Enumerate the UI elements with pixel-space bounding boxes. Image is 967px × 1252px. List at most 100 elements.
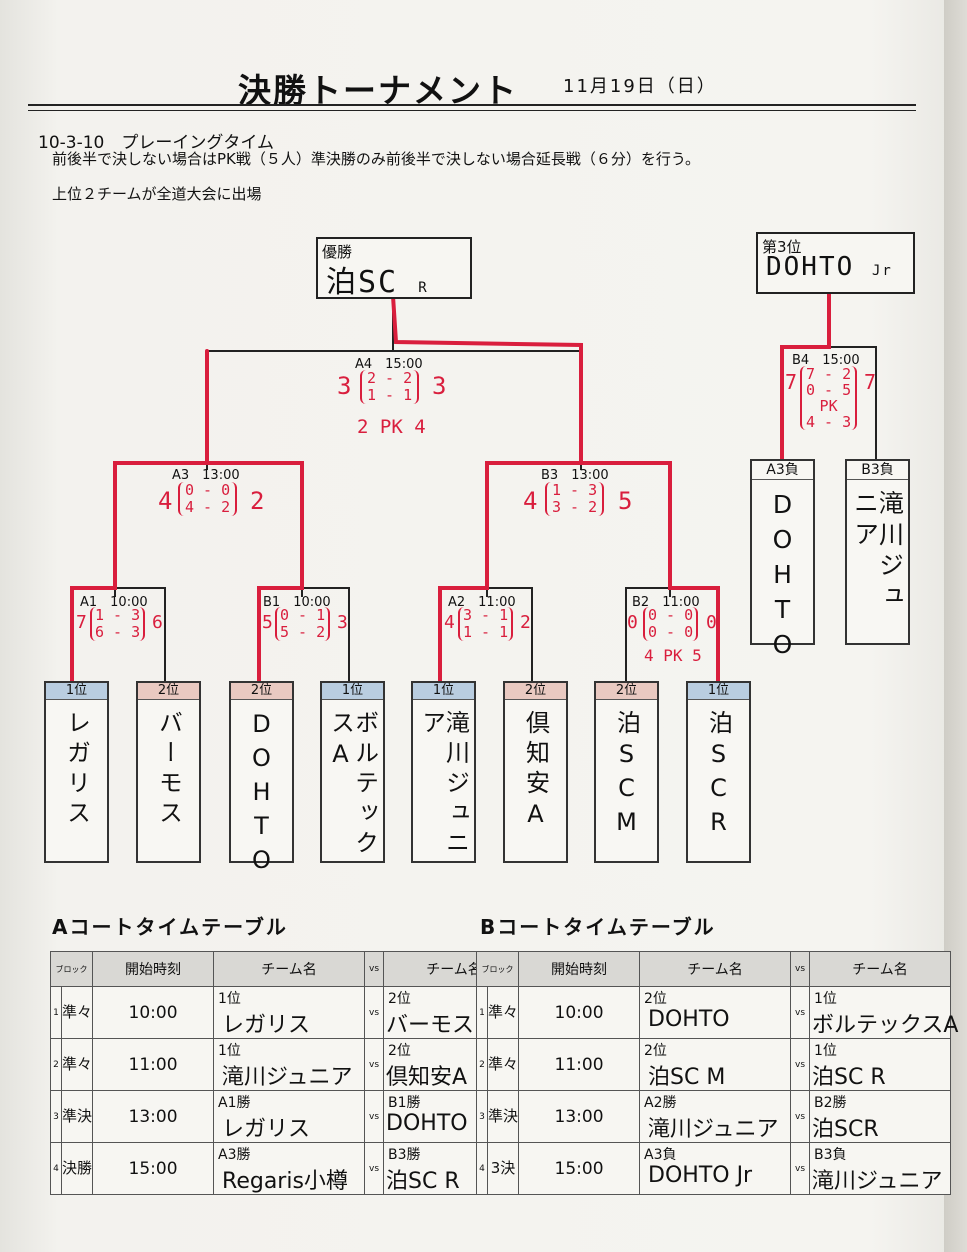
row-left-team: A1勝レガリス: [213, 1090, 366, 1143]
match-b1-left: 5: [262, 612, 273, 633]
match-a4-left: 3: [337, 372, 352, 400]
team-name: バーモス: [154, 710, 183, 830]
match-a2-right: 2: [520, 612, 531, 633]
team-rank: 2位: [138, 683, 199, 700]
match-b1-right: 3: [337, 612, 348, 633]
title-rule-thin: [28, 110, 916, 111]
third-team-box-2: B3負滝川ジュニア: [845, 459, 910, 645]
team-box-4: 1位ボルテックスA: [320, 681, 385, 863]
champion-box: 優勝 泊SC R: [316, 237, 472, 300]
col-vs: vs: [364, 951, 385, 987]
col-start: 開始時刻: [518, 951, 641, 987]
champion-label: 優勝: [322, 243, 353, 261]
row-number: 4: [50, 1142, 62, 1195]
third-suffix: Jr: [871, 263, 893, 279]
match-b3-label: B3 13:00: [541, 468, 609, 483]
a3-half1: 0 - 0: [185, 481, 231, 499]
court-b-title: Bコートタイムテーブル: [480, 915, 716, 939]
left-seed: 2位: [644, 1043, 667, 1059]
row-time: 15:00: [92, 1142, 215, 1195]
left-team-name: 滝川ジュニア: [222, 1065, 353, 1090]
match-b2-pk: 4 PK 5: [644, 646, 702, 665]
champion-suffix: R: [418, 280, 429, 296]
row-vs: vs: [790, 1090, 811, 1143]
row-right-team: 1位泊SC R: [809, 1038, 952, 1091]
row-round: 準々: [486, 986, 520, 1039]
b1-half1: 0 - 1: [280, 606, 326, 624]
right-team-name: 泊SC R: [386, 1169, 460, 1194]
b4-half2: 0 - 5: [806, 381, 852, 399]
team-name: 滝川ジュニア: [417, 710, 470, 860]
match-b1-label: B1 10:00: [263, 595, 331, 610]
left-team-name: Regaris小樽: [222, 1169, 348, 1194]
row-vs: vs: [364, 986, 385, 1039]
team-box-8: 1位泊SCR: [686, 681, 751, 863]
page-title: 決勝トーナメント: [238, 71, 518, 110]
row-right-team: B2勝泊SCR: [809, 1090, 952, 1143]
row-number: 1: [476, 986, 488, 1039]
right-team-name: 泊SC R: [812, 1065, 886, 1090]
row-left-team: 1位レガリス: [213, 986, 366, 1039]
row-right-team: B3負滝川ジュニア: [809, 1142, 952, 1195]
row-left-team: 1位滝川ジュニア: [213, 1038, 366, 1091]
right-team-name: 泊SCR: [812, 1117, 879, 1142]
row-round: 3決: [486, 1142, 520, 1195]
row-round: 準々: [486, 1038, 520, 1091]
row-time: 11:00: [518, 1038, 641, 1091]
team-name: 倶知安A: [521, 710, 550, 834]
team-rank: B3負: [847, 461, 908, 480]
team-name: レガリス: [62, 710, 91, 830]
team-rank: 2位: [231, 683, 292, 700]
a4-half1: 2 - 2: [367, 369, 413, 387]
match-b2-label: B2 11:00: [632, 595, 700, 610]
red-path-champion: [391, 294, 583, 683]
col-team-right: チーム名: [809, 951, 952, 987]
title-rule: [28, 104, 916, 106]
team-box-7: 2位泊SCM: [594, 681, 659, 863]
match-b3-right: 5: [618, 487, 633, 515]
left-seed: A3勝: [218, 1147, 251, 1163]
row-number: 4: [476, 1142, 488, 1195]
team-name: 泊SCM: [612, 710, 641, 842]
bracket-lines: [70, 291, 877, 683]
row-vs: vs: [364, 1038, 385, 1091]
team-rank: 1位: [688, 683, 749, 700]
col-team-left: チーム名: [639, 951, 792, 987]
match-a4-right: 3: [432, 372, 447, 400]
b2-half2: 0 - 0: [648, 623, 694, 641]
b2-half1: 0 - 0: [648, 606, 694, 624]
row-time: 10:00: [518, 986, 641, 1039]
left-seed: A3負: [644, 1147, 677, 1163]
third-team-box-1: A3負 DOHTO: [750, 459, 815, 665]
row-left-team: A3勝 Regaris小樽: [213, 1142, 366, 1195]
playing-time-note: 10-3-10 プレーイングタイム: [38, 133, 275, 153]
row-vs: vs: [790, 1142, 811, 1195]
row-vs: vs: [790, 1038, 811, 1091]
third-place-box: 第3位 DOHTO Jr: [756, 232, 915, 294]
col-block: ブロック: [475, 951, 520, 987]
team-name: 滝川ジュニア: [850, 490, 905, 614]
left-seed: 1位: [218, 991, 241, 1007]
team-rank: 1位: [46, 683, 107, 700]
a2-half2: 1 - 1: [463, 623, 509, 641]
team-box-2: 2位バーモス: [136, 681, 201, 863]
right-team-name: 滝川ジュニア: [812, 1169, 943, 1194]
right-team-name: DOHTO: [386, 1111, 468, 1136]
match-a3-right: 2: [250, 487, 265, 515]
row-time: 13:00: [92, 1090, 215, 1143]
team-rank: A3負: [752, 461, 813, 480]
right-team-name: バーモス: [386, 1013, 475, 1038]
team-name: DOHTO: [768, 490, 797, 665]
